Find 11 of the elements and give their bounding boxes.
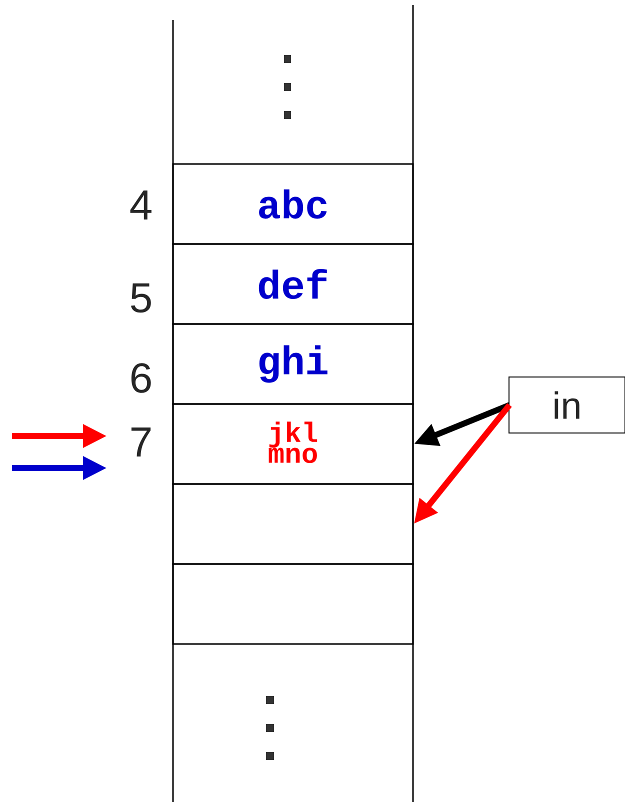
memory-cell: abc bbox=[172, 163, 414, 245]
row-number: 5 bbox=[131, 283, 151, 313]
memory-cell: ghi bbox=[172, 323, 414, 405]
row-number: 7 bbox=[131, 428, 151, 456]
memory-cell: def bbox=[172, 243, 414, 325]
empty-cell bbox=[172, 483, 414, 565]
pointer-box: in bbox=[508, 376, 625, 434]
row-number: 4 bbox=[130, 190, 152, 220]
memory-cell: jkl mno bbox=[172, 403, 414, 485]
empty-cell bbox=[172, 563, 414, 645]
row-number: 6 bbox=[131, 363, 151, 393]
